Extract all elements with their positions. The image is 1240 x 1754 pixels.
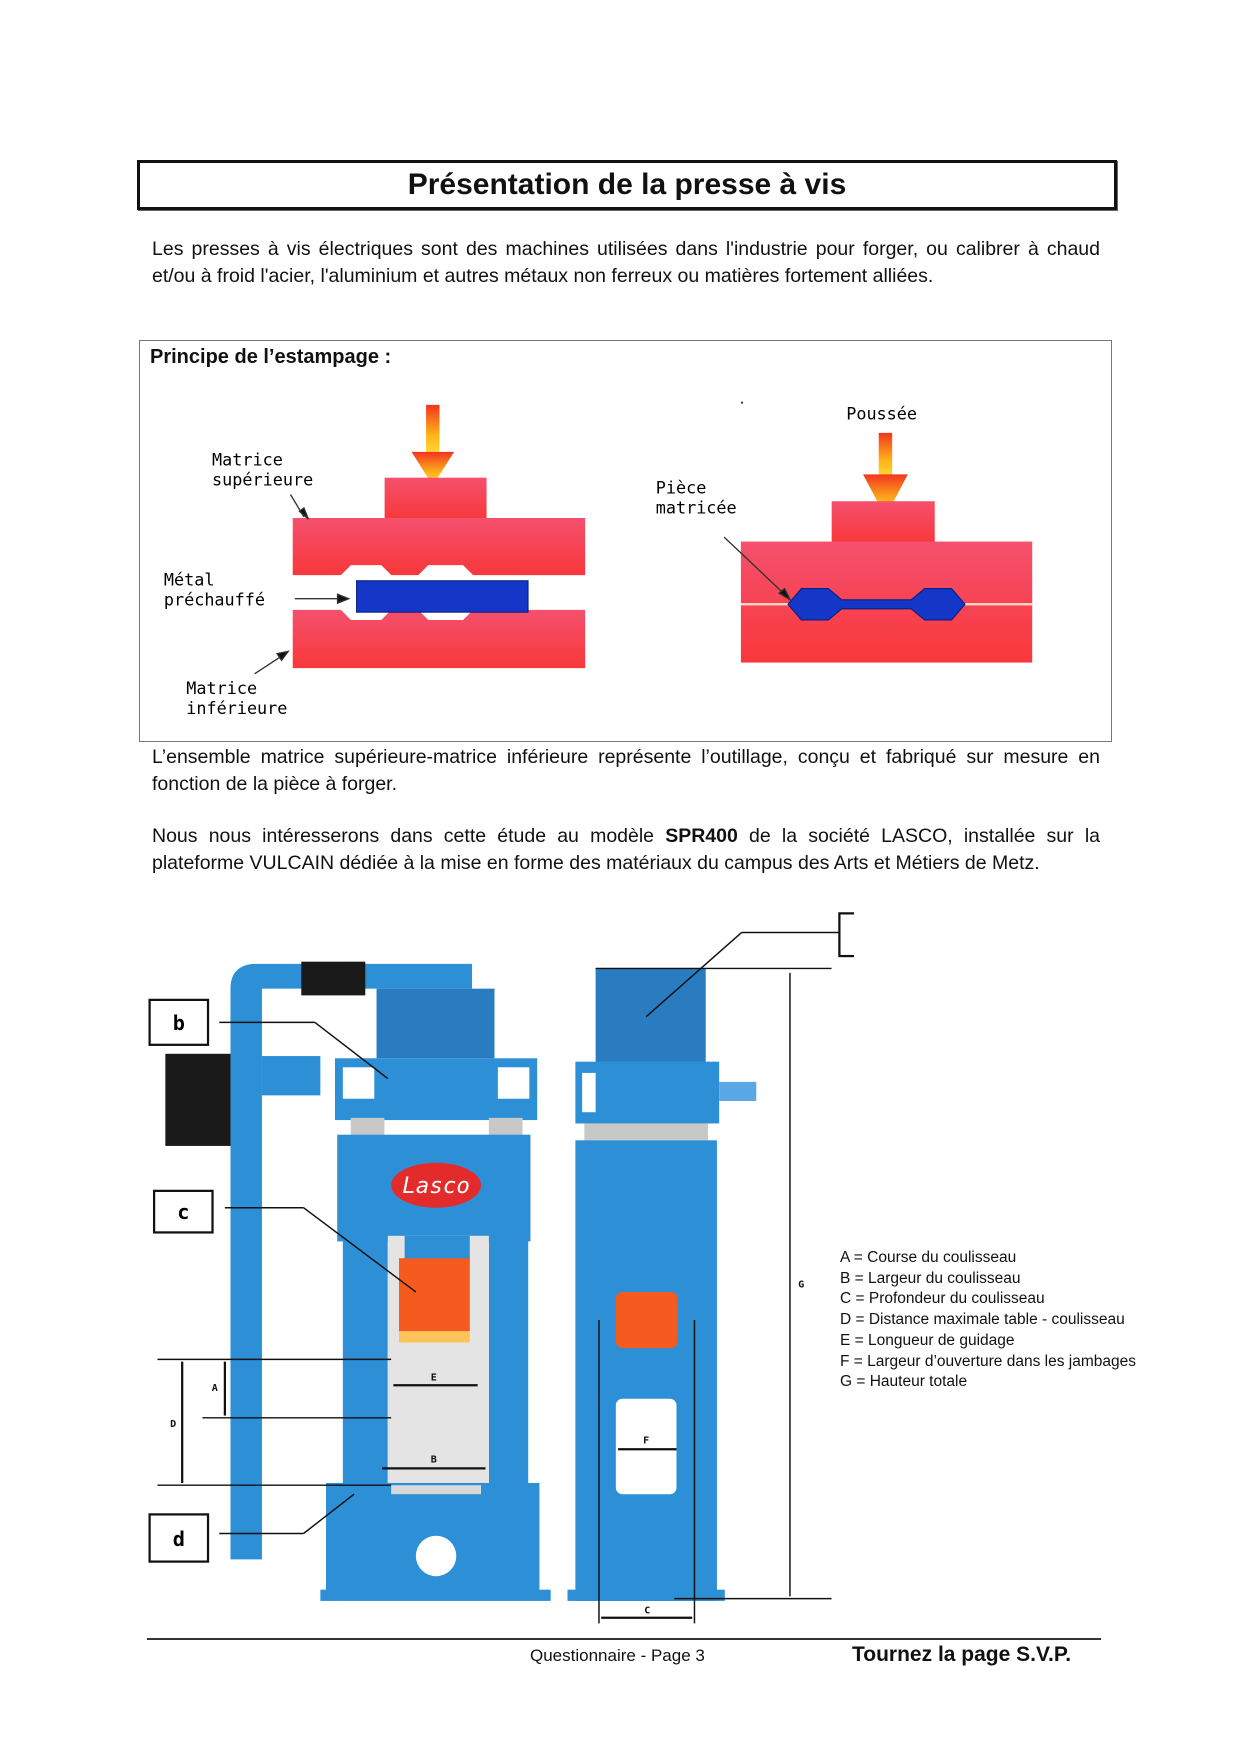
label-part-2: matricée [656,498,737,518]
lasco-logo [391,1162,482,1208]
legend-item: C = Profondeur du coulisseau [840,1290,1045,1308]
footer-divider [147,1638,1101,1640]
preheated-metal [356,580,529,613]
legend-item: D = Distance maximale table - coulisseau [840,1311,1125,1329]
label-part: Pièce [656,477,707,497]
dim-label-g: G [798,1279,804,1290]
upper-die-left [292,477,586,576]
model-name: SPR400 [665,825,738,847]
lasco-logo-text: Lasco [402,1173,470,1199]
thrust-arrow-left [411,404,455,486]
coil [301,961,366,996]
label-metal-2: préchauffé [164,589,265,609]
press-front-view: Lasco [165,961,551,1601]
model-paragraph: Nous nous intéresserons dans cette étude… [152,825,1100,874]
dim-label-b: B [431,1455,437,1466]
footer-page-number: Questionnaire - Page 3 [530,1646,705,1665]
dim-label-a: A [212,1383,218,1394]
motor [165,1053,231,1146]
label-upper-die: Matrice [212,449,283,469]
legend-item: E = Longueur de guidage [840,1331,1015,1349]
dimension-lines [157,931,840,1624]
tooling-paragraph: L’ensemble matrice supérieure-matrice in… [152,746,1100,795]
legend-item: G = Hauteur totale [840,1373,968,1391]
stamping-diagram-box: Principe de l’estampage : [139,340,1112,742]
dim-label-c: C [644,1605,650,1616]
page-title-box: Présentation de la presse à vis [137,160,1117,210]
legend-item: F = Largeur d’ouverture dans les jambage… [840,1352,1136,1370]
dim-label-e: E [431,1373,437,1384]
callout-c: c [177,1200,189,1224]
label-thrust: Poussée [846,403,917,423]
lower-die-left [292,609,586,669]
label-metal: Métal [164,569,215,589]
label-upper-die-2: supérieure [212,470,313,490]
stamping-diagram: Matrice supérieure Métal préchauffé Matr… [164,401,1033,718]
legend-item: A = Course du coulisseau [840,1249,1017,1266]
upper-die-right [831,501,935,543]
dimension-legend: A = Course du coulisseau B = Largeur du … [840,1248,1136,1393]
footer-turn-page: Tournez la page S.V.P. [852,1643,1072,1666]
dim-label-d: D [170,1419,176,1430]
intro-paragraph: Les presses à vis électriques sont des m… [152,238,1100,287]
forged-part [787,588,966,621]
page-title: Présentation de la presse à vis [407,168,847,201]
thrust-arrow-right [863,432,908,517]
callout-d: d [173,1527,185,1551]
press-drawing: Lasco A D E B G F C a [148,912,854,1624]
label-lower-die: Matrice [186,678,257,698]
dim-label-f: F [643,1436,649,1447]
legend-item: B = Largeur du coulisseau [840,1269,1021,1287]
callout-b: b [173,1011,185,1035]
diagram-heading: Principe de l’estampage : [150,346,392,368]
label-lower-die-2: inférieure [186,698,287,718]
press-side-view [567,968,757,1601]
